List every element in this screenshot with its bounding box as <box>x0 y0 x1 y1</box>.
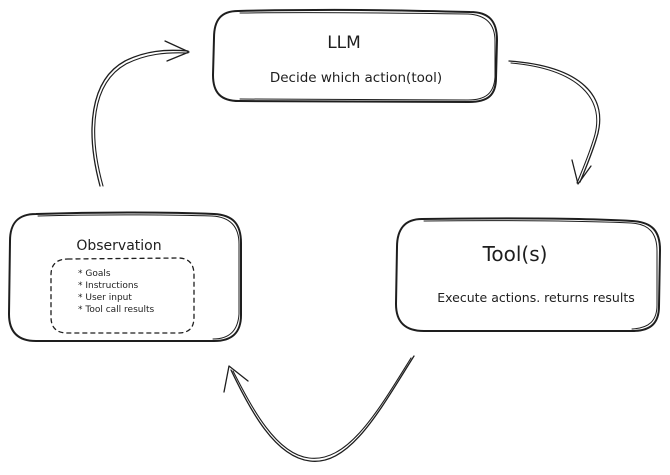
tools-subtitle: Execute actions. returns results <box>437 290 634 305</box>
llm-subtitle: Decide which action(tool) <box>270 70 442 86</box>
llm-node: LLM Decide which action(tool) <box>212 8 498 103</box>
arrow-observation-to-llm <box>91 40 190 187</box>
tools-node: Tool(s) Execute actions. returns results <box>395 217 661 332</box>
llm-title: LLM <box>327 33 361 53</box>
observation-node: Observation * Goals * Instructions * Use… <box>8 211 242 342</box>
observation-item-user-input: * User input <box>78 293 132 303</box>
arrow-llm-to-tools <box>508 60 601 185</box>
tools-title: Tool(s) <box>482 242 548 266</box>
observation-item-goals: * Goals <box>78 269 111 279</box>
arrow-tools-to-observation <box>223 355 415 462</box>
observation-title: Observation <box>76 238 161 254</box>
observation-item-tool-call-results: * Tool call results <box>78 305 154 315</box>
observation-item-instructions: * Instructions <box>78 281 139 291</box>
